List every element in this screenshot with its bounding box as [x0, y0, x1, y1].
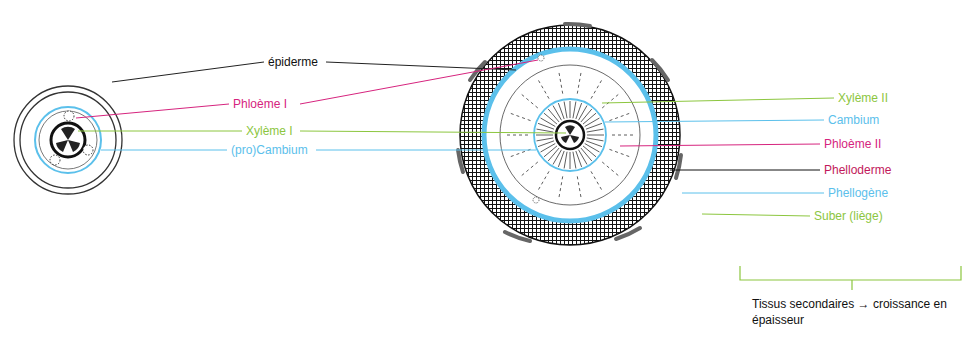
secondary-stem: [458, 24, 681, 245]
leader-lines: [76, 60, 834, 216]
tissue-label: Suber (liège): [814, 208, 883, 224]
tissue-label: Cambium: [828, 112, 879, 128]
tissue-label: Phelloderme: [824, 162, 891, 178]
tissue-label: Xylème II: [838, 90, 888, 106]
bracket: [740, 266, 961, 290]
primary-stem: [14, 86, 122, 194]
bracket-note: Tissus secondaires → croissance en épais…: [752, 296, 952, 328]
tissue-label: Phloème I: [233, 96, 287, 112]
tissue-label: Xylème I: [246, 123, 293, 139]
tissue-label: Phellogène: [828, 185, 888, 201]
tissue-label: épiderme: [268, 54, 318, 70]
tissue-label: (pro)Cambium: [231, 142, 308, 158]
tissue-label: Phloème II: [824, 136, 881, 152]
